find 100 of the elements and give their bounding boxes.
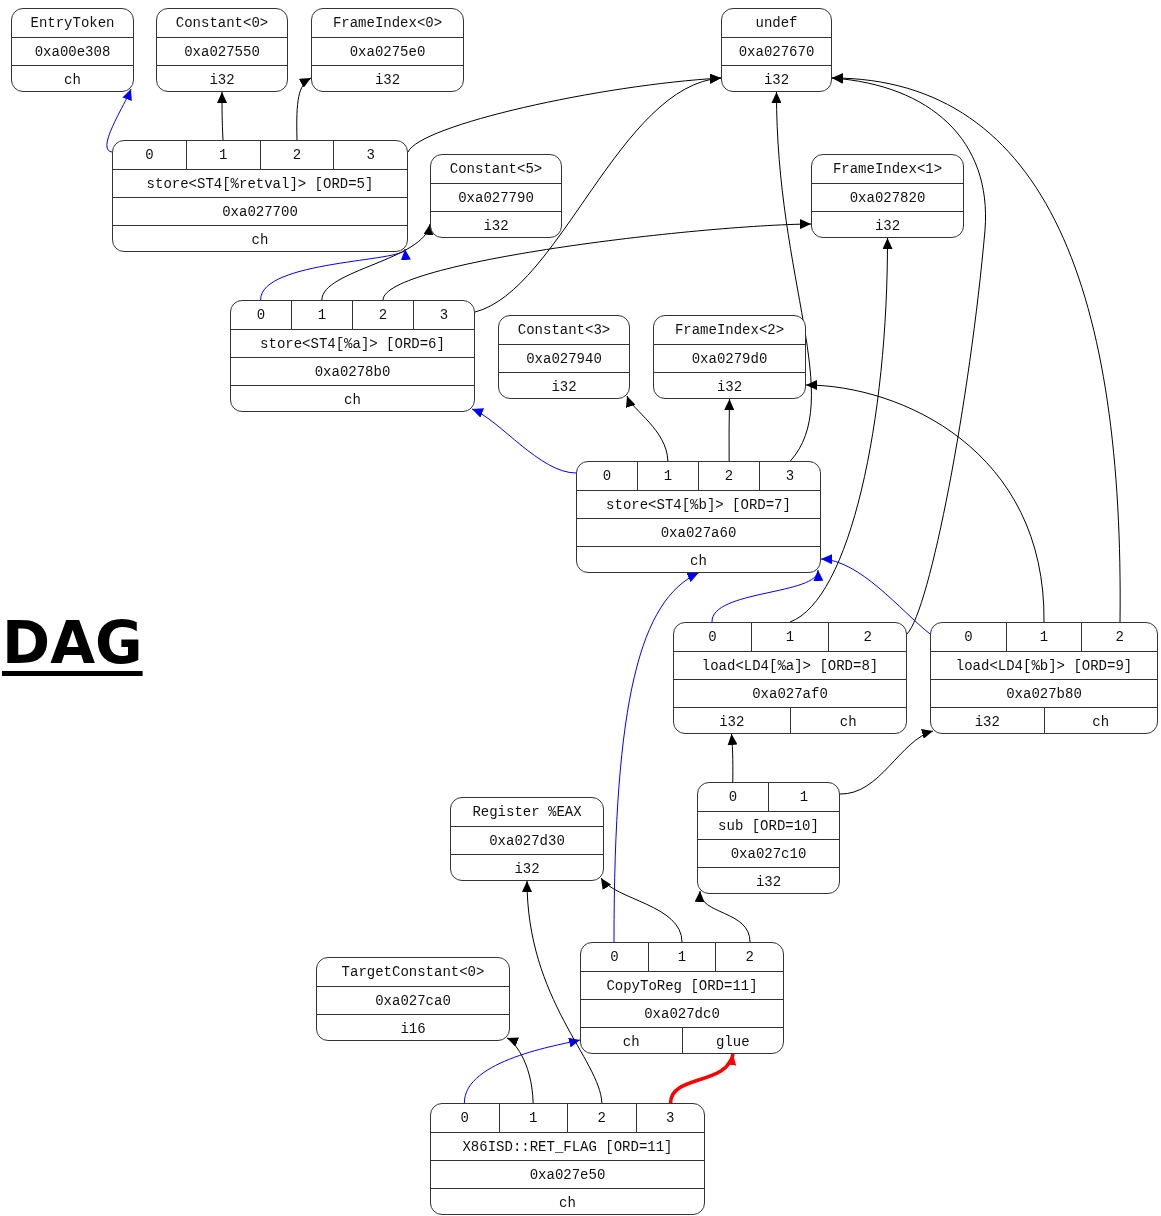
- port-number: 0: [610, 949, 619, 965]
- node-address: 0xa027820: [849, 189, 926, 206]
- node-label: Register %EAX: [472, 804, 582, 820]
- record-node: [697, 782, 840, 894]
- value-type: i32: [719, 713, 745, 730]
- arrow: [296, 77, 312, 141]
- value-type: ch: [559, 1194, 576, 1211]
- record-node: [450, 797, 604, 881]
- port-number: 1: [529, 1110, 538, 1126]
- record-node: [580, 942, 784, 1054]
- port-number: 3: [666, 1110, 675, 1126]
- node-address: 0xa027940: [526, 350, 602, 367]
- port-number: 1: [799, 789, 809, 805]
- node-label: Constant<3>: [517, 322, 611, 338]
- value-type: i32: [974, 713, 1000, 730]
- value-type: ch: [690, 552, 707, 569]
- arrow: [805, 380, 1045, 623]
- port-number: 2: [597, 1110, 606, 1126]
- port-number: 3: [439, 307, 449, 323]
- node-label: FrameIndex<2>: [674, 322, 785, 338]
- node-label: TargetConstant<0>: [341, 964, 485, 980]
- node-address: 0xa027ca0: [375, 992, 451, 1009]
- port-number: 1: [663, 468, 673, 484]
- arrow: [471, 408, 577, 474]
- record-node: [316, 957, 510, 1041]
- value-type: i32: [374, 71, 401, 88]
- arrow: [613, 572, 699, 943]
- port-number: 3: [366, 147, 375, 163]
- node-address: 0xa027b80: [1006, 685, 1082, 702]
- node-address: 0xa027a60: [660, 524, 737, 541]
- arrow: [463, 1037, 581, 1104]
- arrow: [839, 730, 934, 795]
- port-number: 3: [785, 468, 795, 484]
- node-address: 0xa027670: [738, 43, 815, 60]
- record-node: [311, 8, 464, 92]
- value-type: i32: [874, 217, 901, 234]
- value-type: i32: [755, 873, 782, 890]
- value-type: ch: [839, 713, 857, 730]
- arrow: [626, 395, 669, 462]
- node-label: store<ST4[%a]> [ORD=6]: [260, 335, 445, 352]
- node-label: load<LD4[%b]> [ORD=9]: [955, 657, 1133, 674]
- record-node: [11, 8, 134, 92]
- node-label: EntryToken: [30, 15, 115, 31]
- node-label: FrameIndex<0>: [332, 15, 443, 31]
- page-title: DAG: [2, 612, 143, 676]
- value-type: i32: [551, 378, 577, 395]
- port-number: 2: [724, 468, 734, 484]
- value-type: i32: [209, 71, 235, 88]
- node-label: store<ST4[%retval]> [ORD=5]: [146, 175, 374, 192]
- arrow: [727, 733, 738, 783]
- arrow: [771, 91, 812, 462]
- node-address: 0xa0279d0: [691, 350, 768, 367]
- port-number: 0: [602, 468, 612, 484]
- arrow: [820, 555, 931, 635]
- port-number: 2: [863, 629, 872, 645]
- record-node: [430, 154, 562, 238]
- value-type: ch: [64, 71, 81, 88]
- value-type: i16: [400, 1020, 426, 1037]
- value-type: i32: [716, 378, 743, 395]
- node-label: CopyToReg [ORD=11]: [606, 977, 758, 994]
- node-address: 0xa027e50: [529, 1166, 606, 1183]
- value-type: i32: [483, 217, 509, 234]
- node-address: 0xa027550: [184, 43, 260, 60]
- port-number: 2: [378, 307, 388, 323]
- arrow: [217, 91, 227, 141]
- port-number: 1: [1039, 629, 1049, 645]
- record-node: [653, 315, 806, 399]
- value-type: ch: [251, 231, 269, 248]
- port-number: 0: [460, 1110, 469, 1126]
- record-node: [811, 154, 964, 238]
- node-label: load<LD4[%a]> [ORD=8]: [701, 657, 879, 674]
- arrow: [522, 880, 603, 1104]
- record-node: [673, 622, 907, 734]
- record-node: [430, 1103, 705, 1215]
- record-node: [498, 315, 630, 399]
- port-number: 0: [964, 629, 973, 645]
- arrow: [789, 237, 893, 623]
- node-label: Constant<5>: [449, 161, 543, 177]
- record-node: [230, 300, 475, 412]
- node-address: 0xa027dc0: [644, 1005, 720, 1022]
- record-node: [112, 140, 408, 252]
- value-type: i32: [514, 860, 540, 877]
- port-number: 2: [1115, 629, 1124, 645]
- arrow: [831, 74, 1121, 623]
- arrow: [668, 1053, 735, 1104]
- node-label: store<ST4[%b]> [ORD=7]: [606, 496, 791, 513]
- port-number: 1: [317, 307, 327, 323]
- arrow: [474, 75, 722, 313]
- arrow: [711, 569, 820, 623]
- value-type: glue: [715, 1033, 750, 1050]
- record-node: [721, 8, 832, 92]
- node-address: 0xa00e308: [34, 43, 111, 60]
- record-node: [930, 622, 1158, 734]
- value-type: ch: [622, 1033, 640, 1050]
- record-node: [156, 8, 288, 92]
- arrow: [600, 877, 683, 943]
- node-address: 0xa027790: [458, 189, 534, 206]
- value-type: i32: [763, 71, 790, 88]
- port-number: 1: [218, 147, 228, 163]
- node-address: 0xa027d30: [489, 832, 565, 849]
